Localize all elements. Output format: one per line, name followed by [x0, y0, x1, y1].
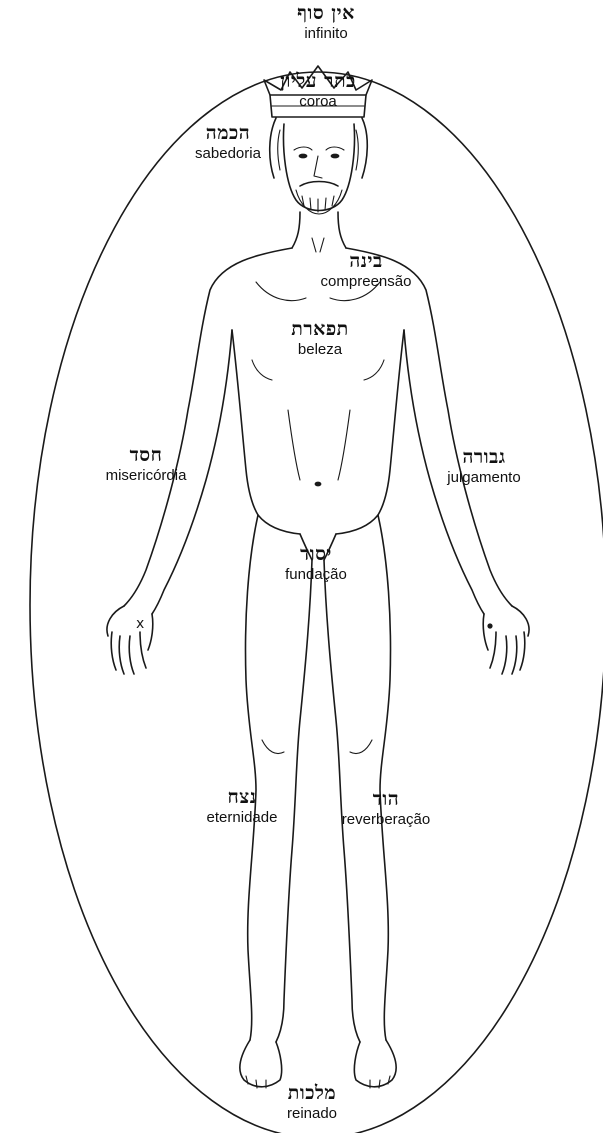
binah-hebrew: בינה	[321, 252, 412, 272]
tiferet-label: beleza	[291, 342, 349, 358]
chokhmah-label: sabedoria	[195, 146, 261, 162]
netzach-label: eternidade	[207, 810, 278, 826]
sefirah-chokhmah: הכמה sabedoria	[195, 124, 261, 162]
yesod-hebrew: יסוד	[285, 545, 347, 565]
sefirah-netzach: נצח eternidade	[207, 788, 278, 826]
yesod-label: fundação	[285, 567, 347, 583]
keter-hebrew: כתר עליון	[280, 72, 356, 92]
gevurah-label: julgamento	[447, 470, 520, 486]
sefirah-ein-sof: אין סוף infinito	[297, 4, 355, 42]
sefirah-binah: בינה compreensão	[321, 252, 412, 290]
chokhmah-hebrew: הכמה	[195, 124, 261, 144]
chesed-hebrew: חסד	[106, 446, 187, 466]
gevurah-hebrew: גבורה	[447, 448, 520, 468]
svg-text:x: x	[136, 616, 144, 632]
sefirah-gevurah: גבורה julgamento	[447, 448, 520, 486]
sefirah-yesod: יסוד fundação	[285, 545, 347, 583]
binah-label: compreensão	[321, 274, 412, 290]
keter-label: coroa	[280, 94, 356, 110]
legs	[246, 515, 391, 1042]
hod-hebrew: הוד	[342, 790, 430, 810]
right-hand	[483, 606, 529, 674]
feet	[240, 1040, 397, 1088]
enclosing-oval	[30, 72, 603, 1133]
sefirah-chesed: חסד misericórdia	[106, 446, 187, 484]
chesed-label: misericórdia	[106, 468, 187, 484]
ein-sof-hebrew: אין סוף	[297, 4, 355, 24]
sefirah-hod: הוד reverberação	[342, 790, 430, 828]
left-hand: x	[107, 606, 153, 674]
tiferet-hebrew: תפארת	[291, 320, 349, 340]
head	[270, 118, 368, 214]
netzach-hebrew: נצח	[207, 788, 278, 808]
sefirah-tiferet: תפארת beleza	[291, 320, 349, 358]
sefirah-keter: כתר עליון coroa	[280, 72, 356, 110]
malkhut-label: reinado	[287, 1106, 337, 1122]
sefirah-malkhut: מלכות reinado	[287, 1084, 337, 1122]
neck	[292, 212, 300, 248]
hod-label: reverberação	[342, 812, 430, 828]
ein-sof-label: infinito	[297, 26, 355, 42]
malkhut-hebrew: מלכות	[287, 1084, 337, 1104]
